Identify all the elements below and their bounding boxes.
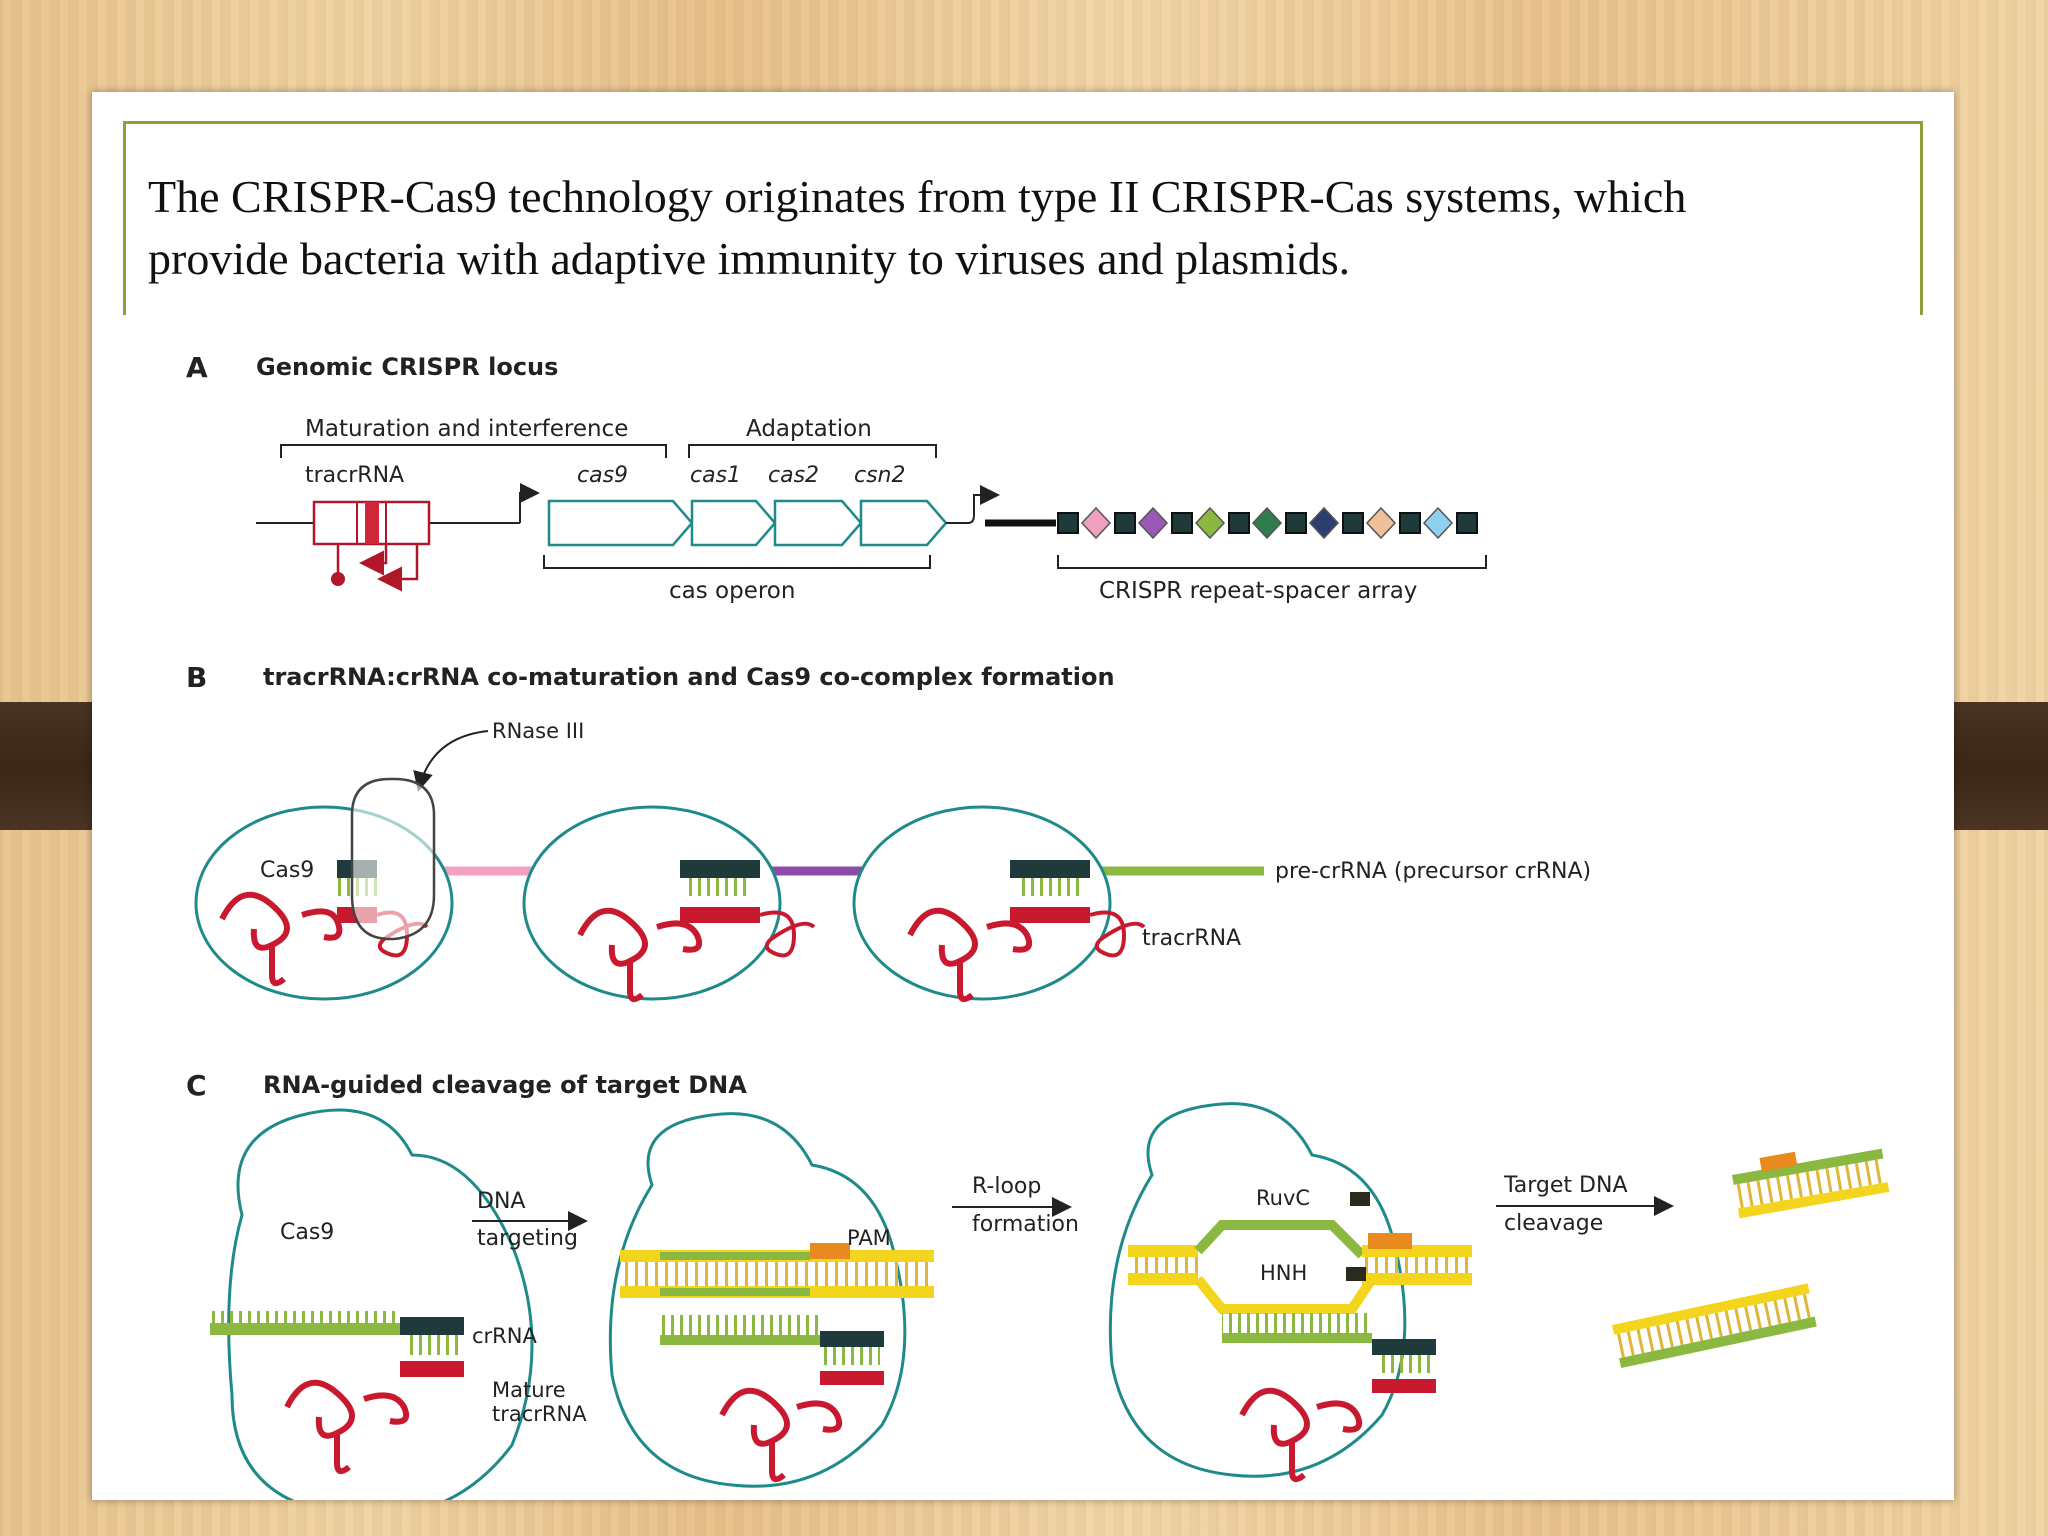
cas9-gene — [547, 499, 694, 547]
bracket-maturation — [280, 444, 667, 458]
label-pam: PAM — [847, 1226, 891, 1250]
pam-site — [810, 1243, 850, 1259]
cas9-complex-3 — [852, 805, 1146, 1003]
promoter-arrow-2 — [946, 485, 1000, 524]
label-tracrrna-gene: tracrRNA — [305, 463, 404, 488]
ruvc-domain — [1350, 1192, 1370, 1206]
intro-line-1: The CRISPR-Cas9 technology originates fr… — [148, 171, 1687, 222]
cleaved-dna-fragment-2 — [1612, 1283, 1817, 1369]
cas-operon-genes — [547, 499, 948, 547]
spacer-2 — [1137, 506, 1169, 540]
cleaved-dna-fragment-1 — [1732, 1148, 1890, 1219]
panel-b-letter: B — [186, 661, 207, 694]
label-cas-operon: cas operon — [669, 578, 795, 604]
label-cas9: cas9 — [577, 463, 628, 488]
label-adaptation: Adaptation — [746, 416, 872, 442]
label-cas9-c: Cas9 — [280, 1220, 334, 1245]
rnase-arrow — [413, 730, 489, 792]
panel-a-title: Genomic CRISPR locus — [256, 353, 558, 381]
label-mature-1: Mature — [492, 1378, 566, 1402]
label-maturation: Maturation and interference — [305, 416, 628, 442]
bracket-adaptation — [688, 444, 937, 458]
cas9-c-step2 — [608, 1112, 934, 1488]
panel-a-letter: A — [186, 351, 208, 384]
intro-text: The CRISPR-Cas9 technology originates fr… — [148, 166, 1908, 290]
crispr-figure: A Genomic CRISPR locus Maturation and in… — [92, 315, 1954, 1500]
crispr-array — [1057, 506, 1478, 540]
panel-b-title: tracrRNA:crRNA co-maturation and Cas9 co… — [263, 663, 1115, 691]
label-rnase: RNase III — [492, 719, 584, 743]
crispr-diagram: A Genomic CRISPR locus Maturation and in… — [186, 351, 1890, 1500]
spacer-7 — [1422, 506, 1454, 540]
intro-line-2: provide bacteria with adaptive immunity … — [148, 233, 1351, 284]
spacer-3 — [1194, 506, 1226, 540]
promoter-arrow-1 — [519, 483, 540, 523]
label-tracrrna-b: tracrRNA — [1142, 926, 1241, 951]
panel-a: A Genomic CRISPR locus Maturation and in… — [186, 351, 1487, 604]
cas9-complex-2 — [522, 805, 816, 1003]
label-mature-2: tracrRNA — [492, 1402, 587, 1426]
tracrrna-gene-box — [312, 500, 431, 592]
panel-c: C RNA-guided cleavage of target DNA Cas9… — [186, 1069, 1890, 1500]
label-hnh: HNH — [1260, 1261, 1307, 1285]
csn2-gene — [859, 499, 948, 547]
label-cas1: cas1 — [690, 463, 741, 488]
panel-c-title: RNA-guided cleavage of target DNA — [263, 1071, 747, 1099]
bracket-cas-operon — [543, 555, 931, 569]
label-crispr-array: CRISPR repeat-spacer array — [1099, 578, 1417, 604]
panel-b: B tracrRNA:crRNA co-maturation and Cas9 … — [186, 661, 1591, 1003]
label-cas2: cas2 — [768, 463, 819, 488]
label-pre-crrna: pre-crRNA (precursor crRNA) — [1275, 859, 1591, 884]
step3-line1: Target DNA — [1503, 1173, 1628, 1198]
spacer-5 — [1308, 506, 1340, 540]
panel-c-letter: C — [186, 1069, 207, 1102]
label-crrna: crRNA — [472, 1324, 537, 1348]
label-cas9-b: Cas9 — [260, 858, 314, 883]
rnase-iii-shape — [350, 777, 436, 941]
spacer-4 — [1251, 506, 1283, 540]
cas2-gene — [773, 499, 863, 547]
bracket-crispr-array — [1057, 555, 1487, 569]
step3-line2: cleavage — [1504, 1211, 1603, 1236]
hnh-domain — [1346, 1267, 1366, 1281]
step1-line2: targeting — [477, 1226, 578, 1251]
step2-line2: formation — [972, 1212, 1079, 1237]
cas1-gene — [690, 499, 777, 547]
spacer-6 — [1365, 506, 1397, 540]
label-ruvc: RuvC — [1256, 1186, 1310, 1210]
step1-line1: DNA — [477, 1189, 525, 1214]
cas9-c-step3 — [1108, 1102, 1472, 1483]
cas9-c-step1: Cas9 — [210, 1108, 534, 1500]
step2-line1: R-loop — [972, 1174, 1041, 1199]
label-csn2: csn2 — [854, 463, 906, 488]
spacer-1 — [1080, 506, 1112, 540]
